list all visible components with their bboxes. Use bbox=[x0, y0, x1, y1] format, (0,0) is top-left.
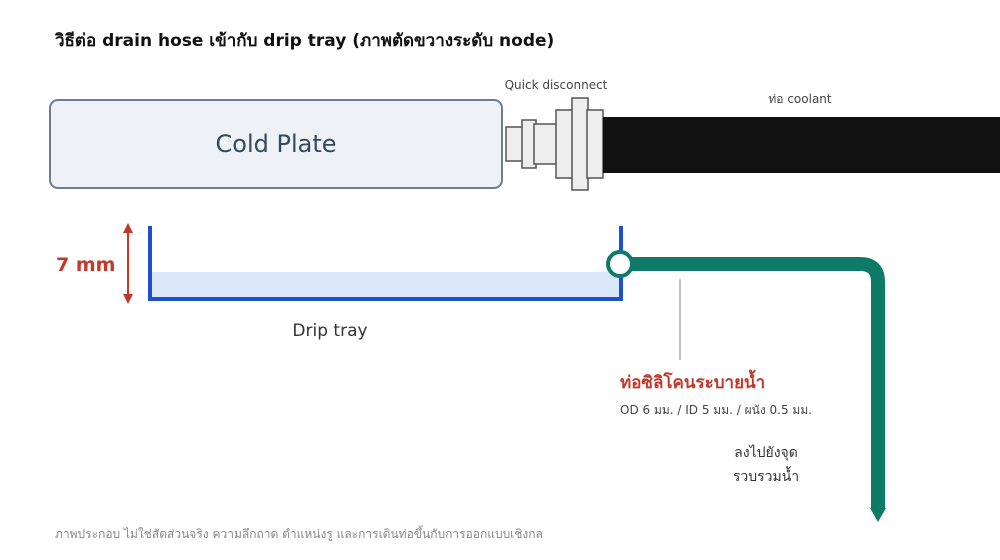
coolant-pipe bbox=[603, 117, 1000, 173]
drip-tray-label: Drip tray bbox=[292, 321, 367, 341]
drain-hose bbox=[621, 257, 885, 508]
drain-hose-arrowhead bbox=[870, 508, 886, 522]
depth-label: 7 mm bbox=[56, 254, 115, 276]
cold-plate bbox=[49, 99, 503, 189]
quick-disconnect-fitting bbox=[505, 97, 604, 191]
coolant-pipe-label: ท่อ coolant bbox=[768, 92, 832, 106]
hose-spec: OD 6 มม. / ID 5 มม. / ผนัง 0.5 มม. bbox=[620, 403, 812, 417]
cold-plate-label: Cold Plate bbox=[216, 130, 337, 158]
footer-note: ภาพประกอบ ไม่ใช่สัดส่วนจริง ความลึกถาด ต… bbox=[55, 525, 543, 542]
tray-water bbox=[151, 272, 619, 299]
diagram-title: วิธีต่อ drain hose เข้ากับ drip tray (ภา… bbox=[55, 30, 555, 51]
depth-dimension-arrow bbox=[123, 223, 133, 304]
quick-disconnect-label: Quick disconnect bbox=[505, 78, 608, 92]
destination-line-1: ลงไปยังจุด bbox=[734, 444, 798, 461]
destination-line-2: รวบรวมน้ำ bbox=[733, 466, 799, 485]
hose-title: ท่อซิลิโคนระบายน้ำ bbox=[620, 369, 765, 393]
drain-hole-fitting bbox=[606, 250, 634, 278]
